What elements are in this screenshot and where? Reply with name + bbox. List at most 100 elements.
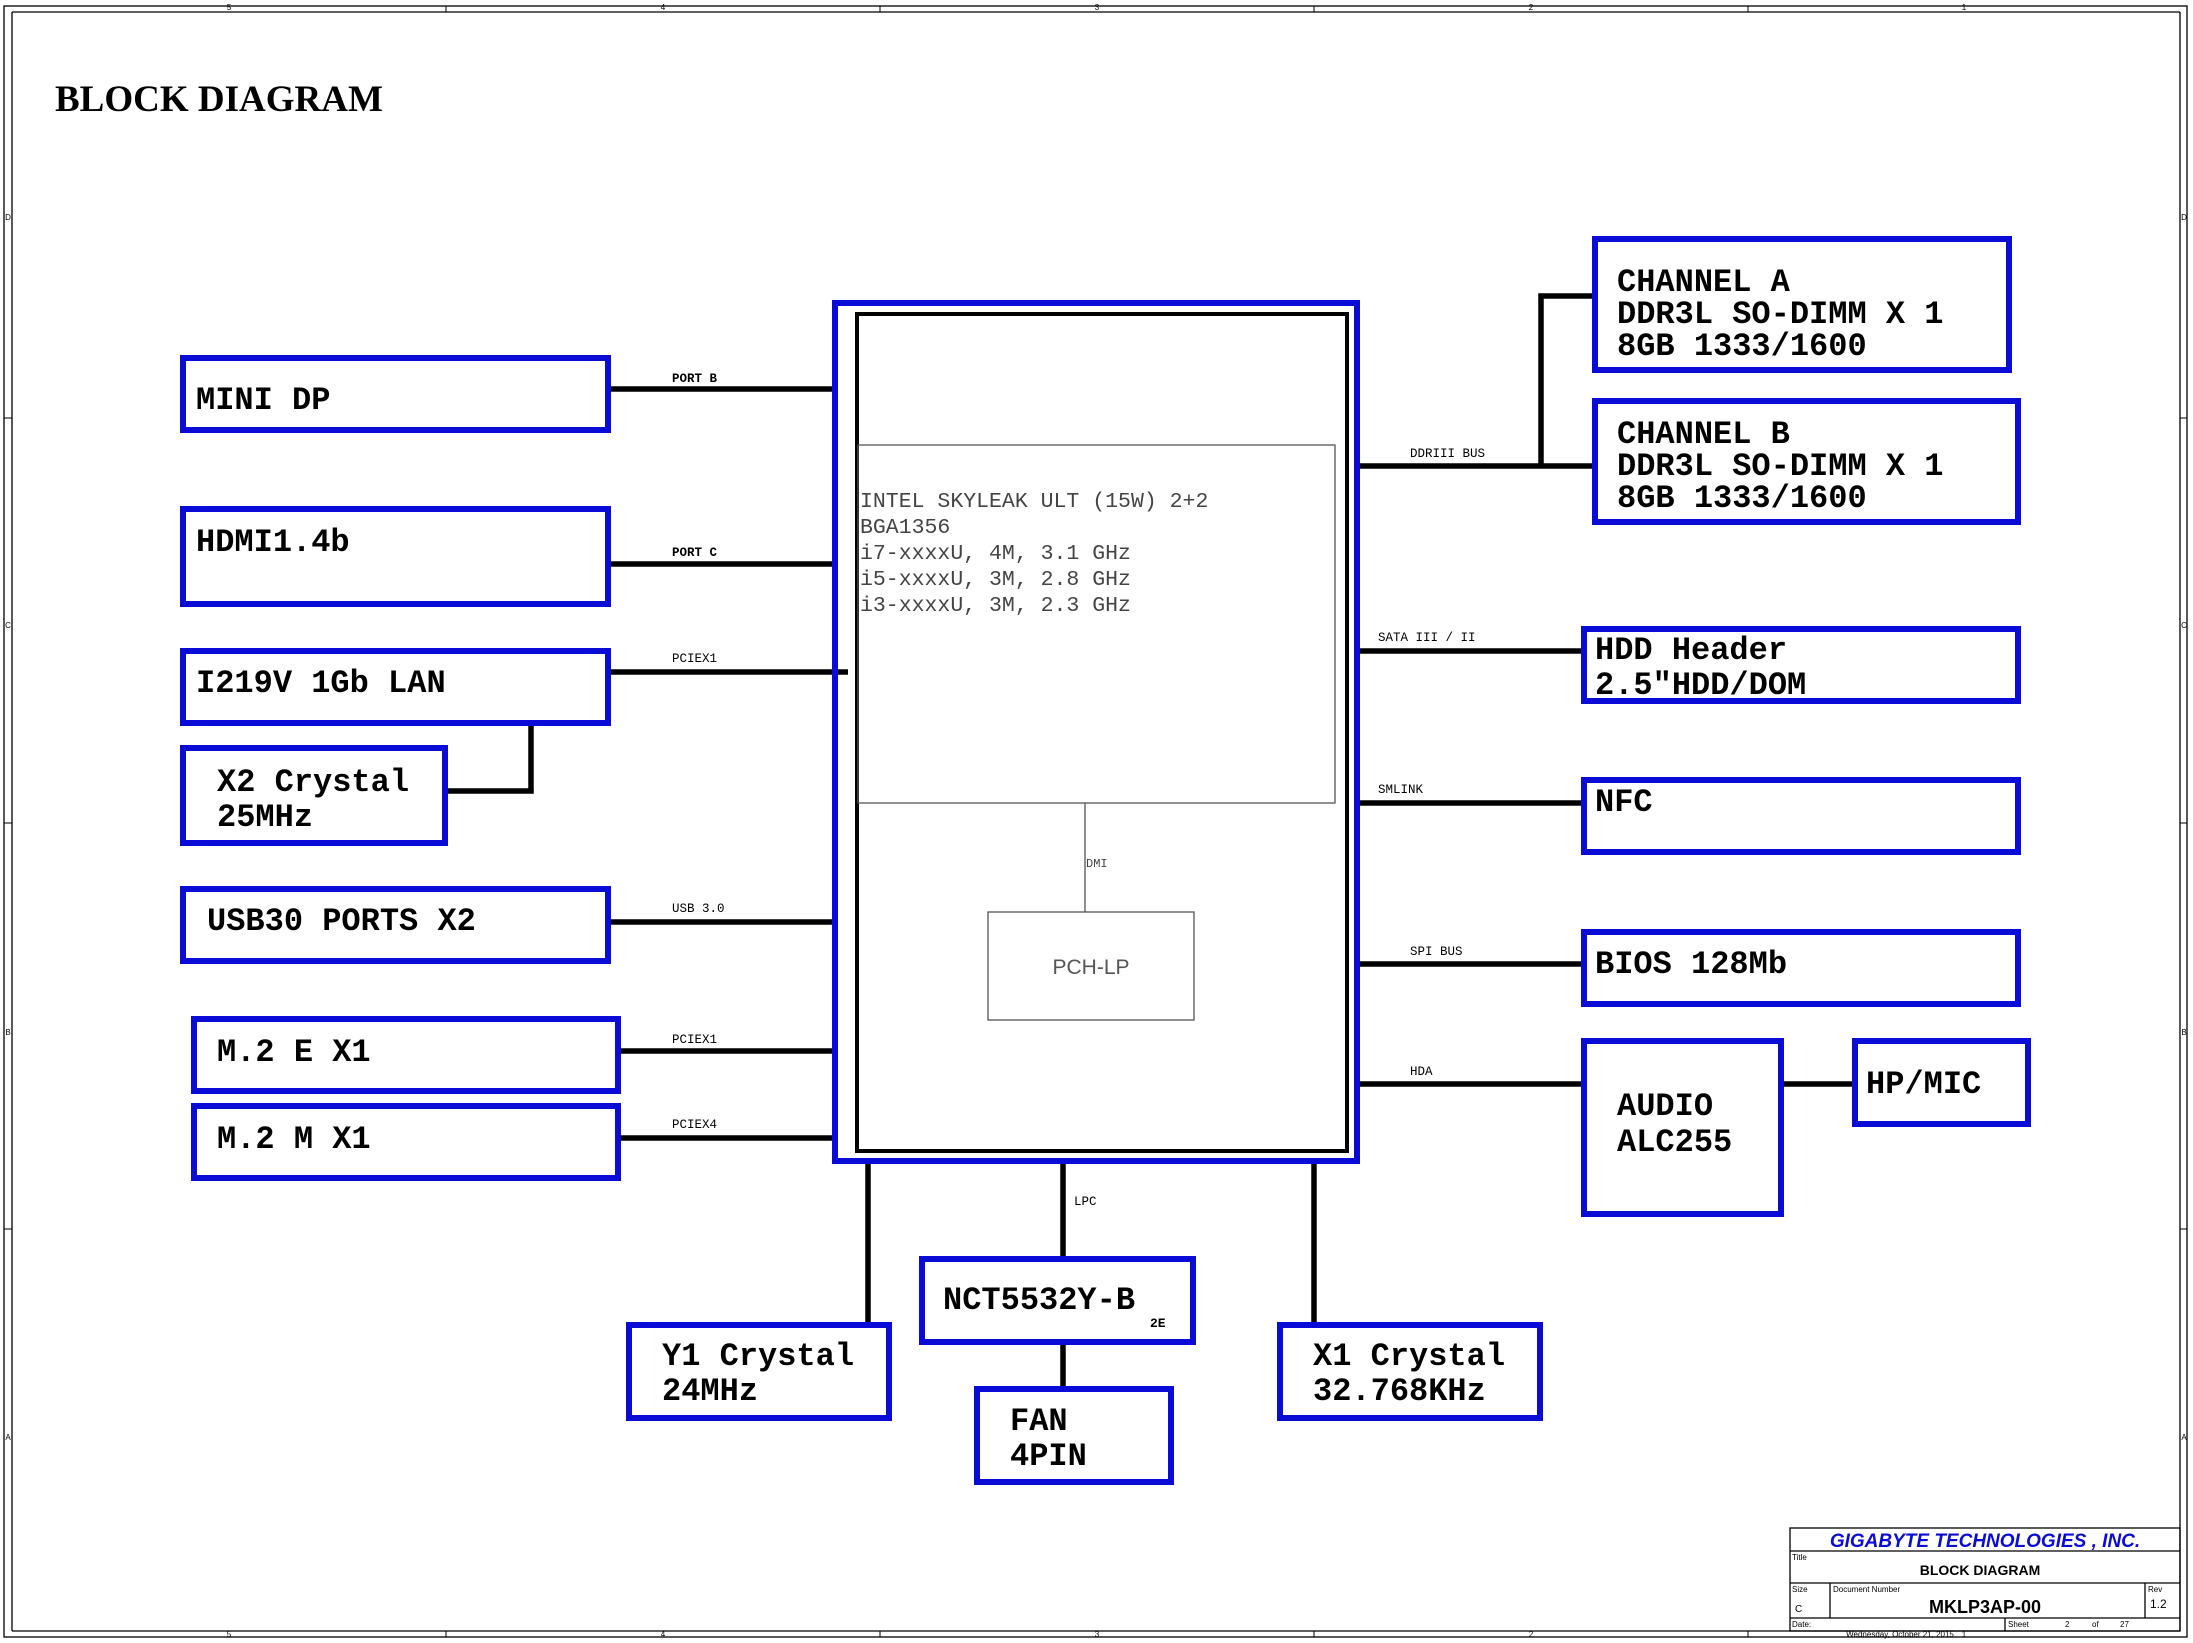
sheet-total: 27 xyxy=(2120,1620,2129,1629)
title-block: GIGABYTE TECHNOLOGIES , INC. Title Size … xyxy=(1789,1527,2181,1639)
cpu-core-box xyxy=(857,444,1336,804)
zone-row-label: A xyxy=(5,1433,11,1442)
hdd-type: 2.5"HDD/DOM xyxy=(1595,667,1806,704)
bus-wires xyxy=(445,293,1855,1389)
zone-col-label: 4 xyxy=(661,1630,666,1639)
company-name: GIGABYTE TECHNOLOGIES , INC. xyxy=(1830,1531,2140,1552)
rev-label: Rev xyxy=(2148,1585,2162,1594)
channel-a-block xyxy=(1592,236,2012,373)
x2-crystal-block xyxy=(180,745,448,846)
cpu-package: INTEL SKYLEAK ULT (15W) 2+2 BGA1356 i7-x… xyxy=(832,300,1360,1164)
x1-crystal-freq: 32.768KHz xyxy=(1313,1373,1486,1410)
zone-row-label: B xyxy=(5,1028,10,1037)
channel-b-block xyxy=(1592,398,2021,525)
m2e-block xyxy=(191,1016,621,1094)
zone-row-label: D xyxy=(2181,213,2187,222)
doc-number-label: Document Number xyxy=(1833,1585,1900,1594)
zone-col-label: 5 xyxy=(227,3,232,12)
bios-label: BIOS 128Mb xyxy=(1595,946,1787,983)
y1-crystal-label: Y1 Crystal xyxy=(662,1338,854,1375)
nct-block xyxy=(919,1256,1196,1345)
bus-label-port-c: PORT C xyxy=(672,546,718,560)
x1-crystal-block xyxy=(1277,1322,1543,1421)
bios-block xyxy=(1581,929,2021,1007)
lan-label: I219V 1Gb LAN xyxy=(196,665,446,702)
m2m-label: M.2 M X1 xyxy=(217,1121,371,1158)
date-label: Date: xyxy=(1792,1620,1811,1629)
audio-block xyxy=(1581,1038,1784,1217)
right-block-frames xyxy=(1581,236,2031,1217)
fan-pins: 4PIN xyxy=(1010,1438,1087,1475)
zone-col-label: 5 xyxy=(227,1630,232,1639)
sheet-number: 2 xyxy=(2065,1620,2070,1629)
audio-label: AUDIO xyxy=(1617,1088,1713,1125)
bus-label-ddr: DDRIII BUS xyxy=(1410,447,1485,461)
channel-a-label: CHANNEL A xyxy=(1617,264,1791,301)
zone-dividers xyxy=(4,6,2187,1637)
usb-label: USB30 PORTS X2 xyxy=(207,903,476,940)
y1-crystal-block xyxy=(626,1322,892,1421)
size-label: Size xyxy=(1792,1585,1808,1594)
zone-col-label: 1 xyxy=(1962,1630,1967,1639)
bottom-block-frames xyxy=(626,1256,1543,1485)
revision: 1.2 xyxy=(2150,1597,2167,1611)
fan-block xyxy=(974,1386,1174,1485)
channel-a-type: DDR3L SO-DIMM X 1 xyxy=(1617,296,1943,333)
bus-label-pciex1-m2: PCIEX1 xyxy=(672,1033,717,1047)
dmi-label: DMI xyxy=(1086,857,1108,871)
zone-row-label: B xyxy=(2181,1028,2186,1037)
size-value: C xyxy=(1795,1604,1802,1615)
nct-label: NCT5532Y-B xyxy=(943,1282,1135,1319)
mini-dp-label: MINI DP xyxy=(196,382,330,419)
zone-col-label: 1 xyxy=(1962,3,1967,12)
left-block-labels: MINI DP HDMI1.4b I219V 1Gb LAN X2 Crysta… xyxy=(196,382,476,1158)
channel-b-size: 8GB 1333/1600 xyxy=(1617,480,1867,517)
m2e-label: M.2 E X1 xyxy=(217,1034,371,1071)
nfc-block xyxy=(1581,777,2021,855)
zone-col-label: 4 xyxy=(661,3,666,12)
of-label: of xyxy=(2092,1620,2099,1629)
cpu-line: i3-xxxxU, 3M, 2.3 GHz xyxy=(860,594,1131,618)
bus-label-spi: SPI BUS xyxy=(1410,945,1463,959)
page-title: BLOCK DIAGRAM xyxy=(55,79,383,120)
cpu-description: INTEL SKYLEAK ULT (15W) 2+2 BGA1356 i7-x… xyxy=(860,490,1208,618)
bus-label-smlink: SMLINK xyxy=(1378,783,1424,797)
usb-block xyxy=(180,886,611,964)
bus-label-pciex4: PCIEX4 xyxy=(672,1118,717,1132)
hpmic-label: HP/MIC xyxy=(1866,1066,1981,1103)
document-number: MKLP3AP-00 xyxy=(1929,1597,2041,1617)
pch-box xyxy=(987,911,1195,1021)
hpmic-block xyxy=(1852,1038,2031,1127)
y1-crystal-freq: 24MHz xyxy=(662,1373,758,1410)
lan-block xyxy=(180,648,611,726)
zone-row-label: C xyxy=(2181,621,2187,630)
right-block-labels: CHANNEL A DDR3L SO-DIMM X 1 8GB 1333/160… xyxy=(1595,264,1981,1161)
x2-crystal-freq: 25MHz xyxy=(217,799,313,836)
zone-col-label: 2 xyxy=(1529,1630,1534,1639)
cpu-line: i7-xxxxU, 4M, 3.1 GHz xyxy=(860,542,1131,566)
sheet-frame xyxy=(3,5,2188,1638)
channel-a-size: 8GB 1333/1600 xyxy=(1617,328,1867,365)
bus-label-port-b: PORT B xyxy=(672,372,718,386)
zone-row-label: A xyxy=(2181,1433,2187,1442)
fan-label: FAN xyxy=(1010,1403,1068,1440)
bus-label-pciex1-lan: PCIEX1 xyxy=(672,652,717,666)
title-label: Title xyxy=(1792,1553,1807,1562)
audio-codec: ALC255 xyxy=(1617,1124,1732,1161)
bus-label-usb30: USB 3.0 xyxy=(672,902,725,916)
channel-b-label: CHANNEL B xyxy=(1617,416,1790,453)
cpu-inner-box xyxy=(855,312,1349,1153)
m2m-block xyxy=(191,1103,621,1181)
wire-ddr-chan-a xyxy=(1538,293,1595,466)
bus-label-sata: SATA III / II xyxy=(1378,631,1476,645)
zone-col-label: 3 xyxy=(1095,3,1100,12)
zone-col-label: 2 xyxy=(1529,3,1534,12)
pch-label: PCH-LP xyxy=(1052,956,1129,979)
zone-row-label: C xyxy=(5,621,11,630)
nct-suffix: 2E xyxy=(1150,1316,1166,1331)
bus-label-lpc: LPC xyxy=(1074,1195,1097,1209)
nfc-label: NFC xyxy=(1595,784,1653,821)
mini-dp-block xyxy=(180,355,611,433)
x1-crystal-label: X1 Crystal xyxy=(1313,1338,1505,1375)
